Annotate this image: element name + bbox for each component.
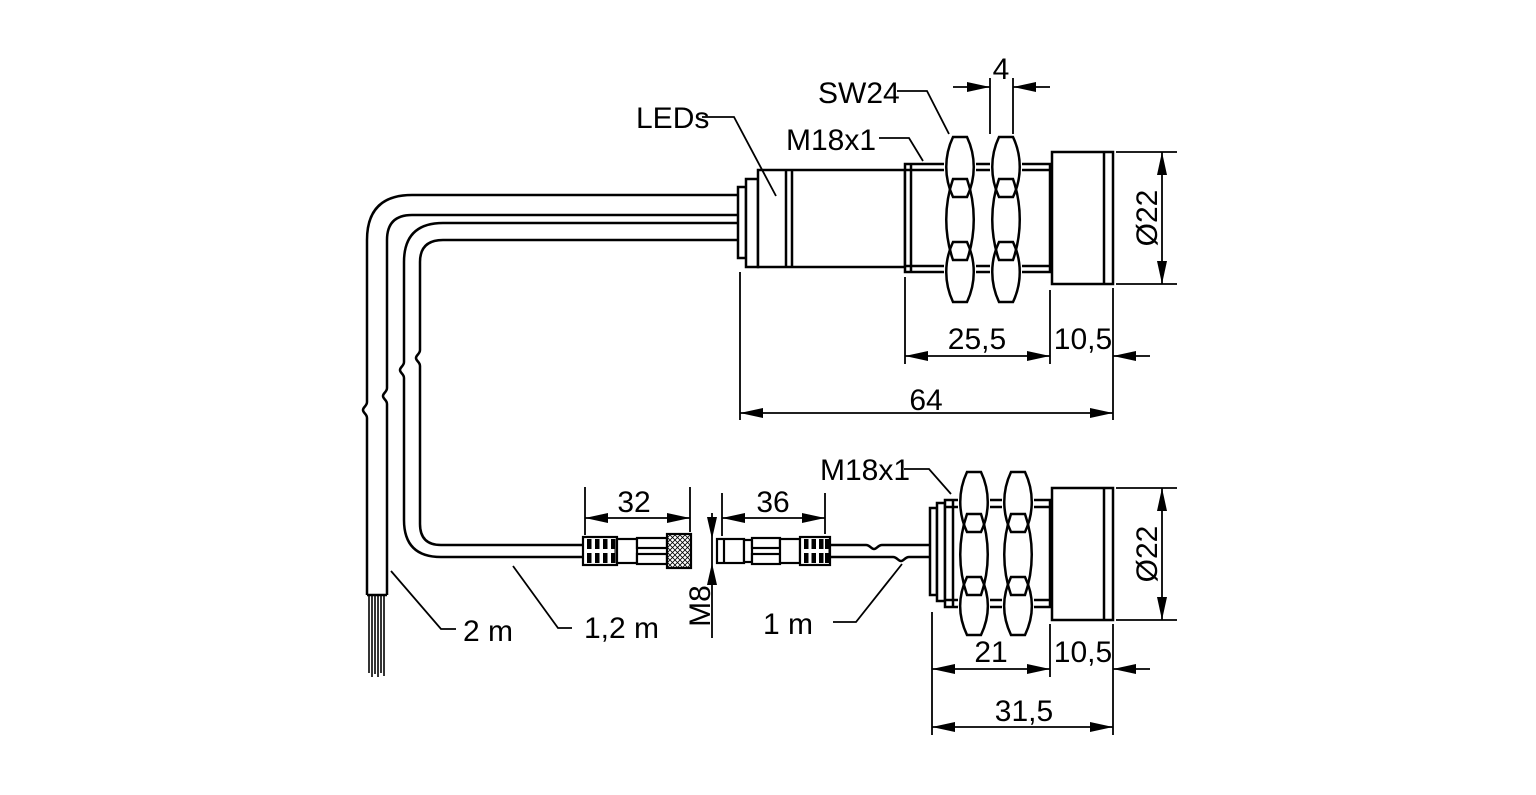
cable-12m-inner-line bbox=[414, 238, 738, 547]
leader-m18x1-top bbox=[879, 137, 924, 162]
label-sw24: SW24 bbox=[818, 77, 900, 110]
dim-nut-width: 4 bbox=[993, 53, 1010, 86]
bottom-hex-nut-2 bbox=[1002, 470, 1034, 637]
male-body bbox=[778, 537, 802, 565]
top-hex-nut-2 bbox=[990, 135, 1022, 304]
male-neck bbox=[742, 538, 754, 564]
cable-2m-inner-line bbox=[381, 213, 738, 595]
cable-2m-open-wires bbox=[361, 193, 738, 677]
female-coupling-bottom bbox=[635, 552, 669, 566]
sensor-top bbox=[736, 135, 1115, 304]
female-coupling-top bbox=[635, 536, 669, 550]
annotation-text: LEDs SW24 M18x1 M18x1 M8 4 25,5 10,5 64 … bbox=[463, 53, 1164, 728]
label-cable-2m: 2 m bbox=[463, 615, 513, 648]
dim-female-connector-length: 32 bbox=[617, 486, 650, 519]
label-cable-1-2m: 1,2 m bbox=[584, 612, 659, 645]
label-m18x1-bottom: M18x1 bbox=[820, 454, 910, 487]
dim-bottom-diameter: Ø22 bbox=[1131, 526, 1164, 583]
male-ribs-notch bbox=[802, 549, 829, 553]
m8-male-connector bbox=[715, 535, 832, 567]
cable-1m-bottom-line bbox=[830, 555, 931, 563]
dim-top-thread-length: 25,5 bbox=[948, 323, 1006, 356]
label-leds: LEDs bbox=[636, 102, 709, 135]
top-thread-barrel bbox=[903, 162, 1052, 274]
male-thread-tip bbox=[715, 537, 746, 565]
dim-top-diameter: Ø22 bbox=[1131, 190, 1164, 247]
cable-1-2m-to-connector bbox=[398, 221, 738, 559]
leader-2m bbox=[390, 570, 456, 630]
dim-top-head-length: 10,5 bbox=[1054, 323, 1112, 356]
dim-bottom-thread-length: 21 bbox=[974, 636, 1007, 669]
cable-1m-top-line bbox=[830, 543, 931, 551]
female-body bbox=[615, 537, 639, 565]
m8-female-connector bbox=[581, 532, 693, 570]
leader-1m bbox=[833, 563, 903, 623]
cable-12m-outer-line bbox=[398, 221, 738, 559]
top-rear-cap-ring2 bbox=[744, 177, 760, 269]
dim-male-connector-length: 36 bbox=[756, 486, 789, 519]
dim-bottom-total-length: 31,5 bbox=[995, 695, 1053, 728]
female-ribs-notch bbox=[585, 549, 615, 553]
dimension-lines bbox=[585, 82, 1167, 732]
label-m18x1-top: M18x1 bbox=[786, 124, 876, 157]
leader-sw24 bbox=[897, 90, 950, 135]
sensor-bottom bbox=[928, 470, 1115, 637]
male-coupling-bottom bbox=[750, 552, 782, 566]
label-cable-1m: 1 m bbox=[763, 608, 813, 641]
dim-top-total-length: 64 bbox=[909, 384, 942, 417]
leader-1-2m bbox=[512, 565, 572, 629]
top-rear-body bbox=[756, 168, 907, 269]
label-m8: M8 bbox=[684, 585, 717, 627]
bottom-hex-nut-1 bbox=[958, 470, 990, 637]
leader-lines bbox=[390, 90, 952, 630]
female-knurled-nut bbox=[665, 532, 693, 570]
top-hex-nut-1 bbox=[944, 135, 976, 304]
leader-m18x1-bottom bbox=[904, 468, 952, 495]
male-coupling-top bbox=[750, 536, 782, 550]
cable-1m-to-sensor bbox=[830, 543, 931, 563]
wire-strands bbox=[368, 595, 385, 677]
cable-2m-outer-line bbox=[361, 193, 738, 595]
dim-bottom-head-length: 10,5 bbox=[1054, 636, 1112, 669]
leader-leds bbox=[702, 116, 777, 197]
